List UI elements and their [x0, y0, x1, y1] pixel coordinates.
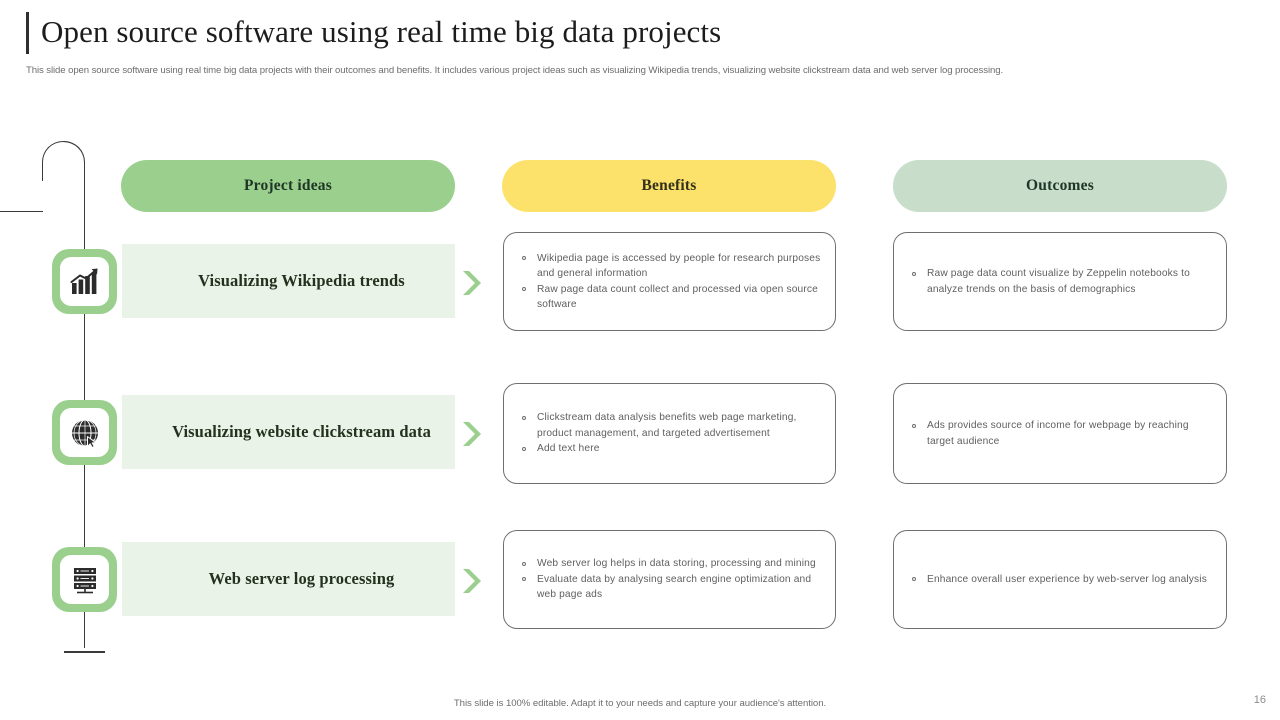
benefits-card: Web server log helps in data storing, pr…: [503, 530, 836, 629]
list-item: Raw page data count collect and processe…: [520, 282, 821, 313]
column-header-project-ideas-label: Project ideas: [244, 177, 332, 194]
outcomes-list: Raw page data count visualize by Zeppeli…: [910, 266, 1212, 297]
globe-cursor-icon: [60, 408, 109, 457]
benefits-list: Clickstream data analysis benefits web p…: [520, 410, 821, 456]
row-label-strip[interactable]: Web server log processing: [122, 542, 455, 616]
list-item: Enhance overall user experience by web-s…: [910, 572, 1212, 587]
list-item: Ads provides source of income for webpag…: [910, 418, 1212, 449]
row-label-strip[interactable]: Visualizing website clickstream data: [122, 395, 455, 469]
outcomes-card: Ads provides source of income for webpag…: [893, 383, 1227, 484]
row-label-strip[interactable]: Visualizing Wikipedia trends: [122, 244, 455, 318]
benefits-card: Wikipedia page is accessed by people for…: [503, 232, 836, 331]
chevron-right-icon: [458, 566, 484, 596]
outcomes-list: Enhance overall user experience by web-s…: [910, 572, 1212, 587]
column-header-benefits-label: Benefits: [641, 177, 697, 194]
page-subtitle: This slide open source software using re…: [26, 65, 1004, 76]
list-item: Wikipedia page is accessed by people for…: [520, 251, 821, 282]
list-item: Raw page data count visualize by Zeppeli…: [910, 266, 1212, 297]
benefits-list: Web server log helps in data storing, pr…: [520, 556, 821, 602]
list-item: Evaluate data by analysing search engine…: [520, 572, 821, 603]
row-label: Visualizing website clickstream data: [172, 422, 431, 441]
column-header-benefits[interactable]: Benefits: [502, 160, 836, 212]
row-label: Visualizing Wikipedia trends: [198, 271, 405, 290]
row-label: Web server log processing: [208, 569, 395, 588]
row-icon-frame[interactable]: [52, 249, 117, 314]
list-item: Clickstream data analysis benefits web p…: [520, 410, 821, 441]
outcomes-list: Ads provides source of income for webpag…: [910, 418, 1212, 449]
bar-chart-trend-icon: [60, 257, 109, 306]
list-item: Web server log helps in data storing, pr…: [520, 556, 821, 571]
list-item: Add text here: [520, 441, 821, 456]
server-rack-icon: [60, 555, 109, 604]
benefits-list: Wikipedia page is accessed by people for…: [520, 251, 821, 313]
chevron-right-icon: [458, 419, 484, 449]
outcomes-card: Raw page data count visualize by Zeppeli…: [893, 232, 1227, 331]
timeline-end-cap: [64, 651, 105, 653]
page-number: 16: [1253, 694, 1266, 706]
outcomes-card: Enhance overall user experience by web-s…: [893, 530, 1227, 629]
timeline-arch-right: [63, 141, 85, 181]
column-header-project-ideas[interactable]: Project ideas: [121, 160, 455, 212]
timeline-left-arm: [0, 211, 43, 213]
column-header-outcomes[interactable]: Outcomes: [893, 160, 1227, 212]
row-icon-frame[interactable]: [52, 400, 117, 465]
column-header-outcomes-label: Outcomes: [1026, 177, 1094, 194]
page-title-wrap: Open source software using real time big…: [26, 12, 1209, 52]
benefits-card: Clickstream data analysis benefits web p…: [503, 383, 836, 484]
chevron-right-icon: [458, 268, 484, 298]
page-title: Open source software using real time big…: [41, 14, 722, 49]
row-icon-frame[interactable]: [52, 547, 117, 612]
footer-note: This slide is 100% editable. Adapt it to…: [453, 698, 827, 709]
